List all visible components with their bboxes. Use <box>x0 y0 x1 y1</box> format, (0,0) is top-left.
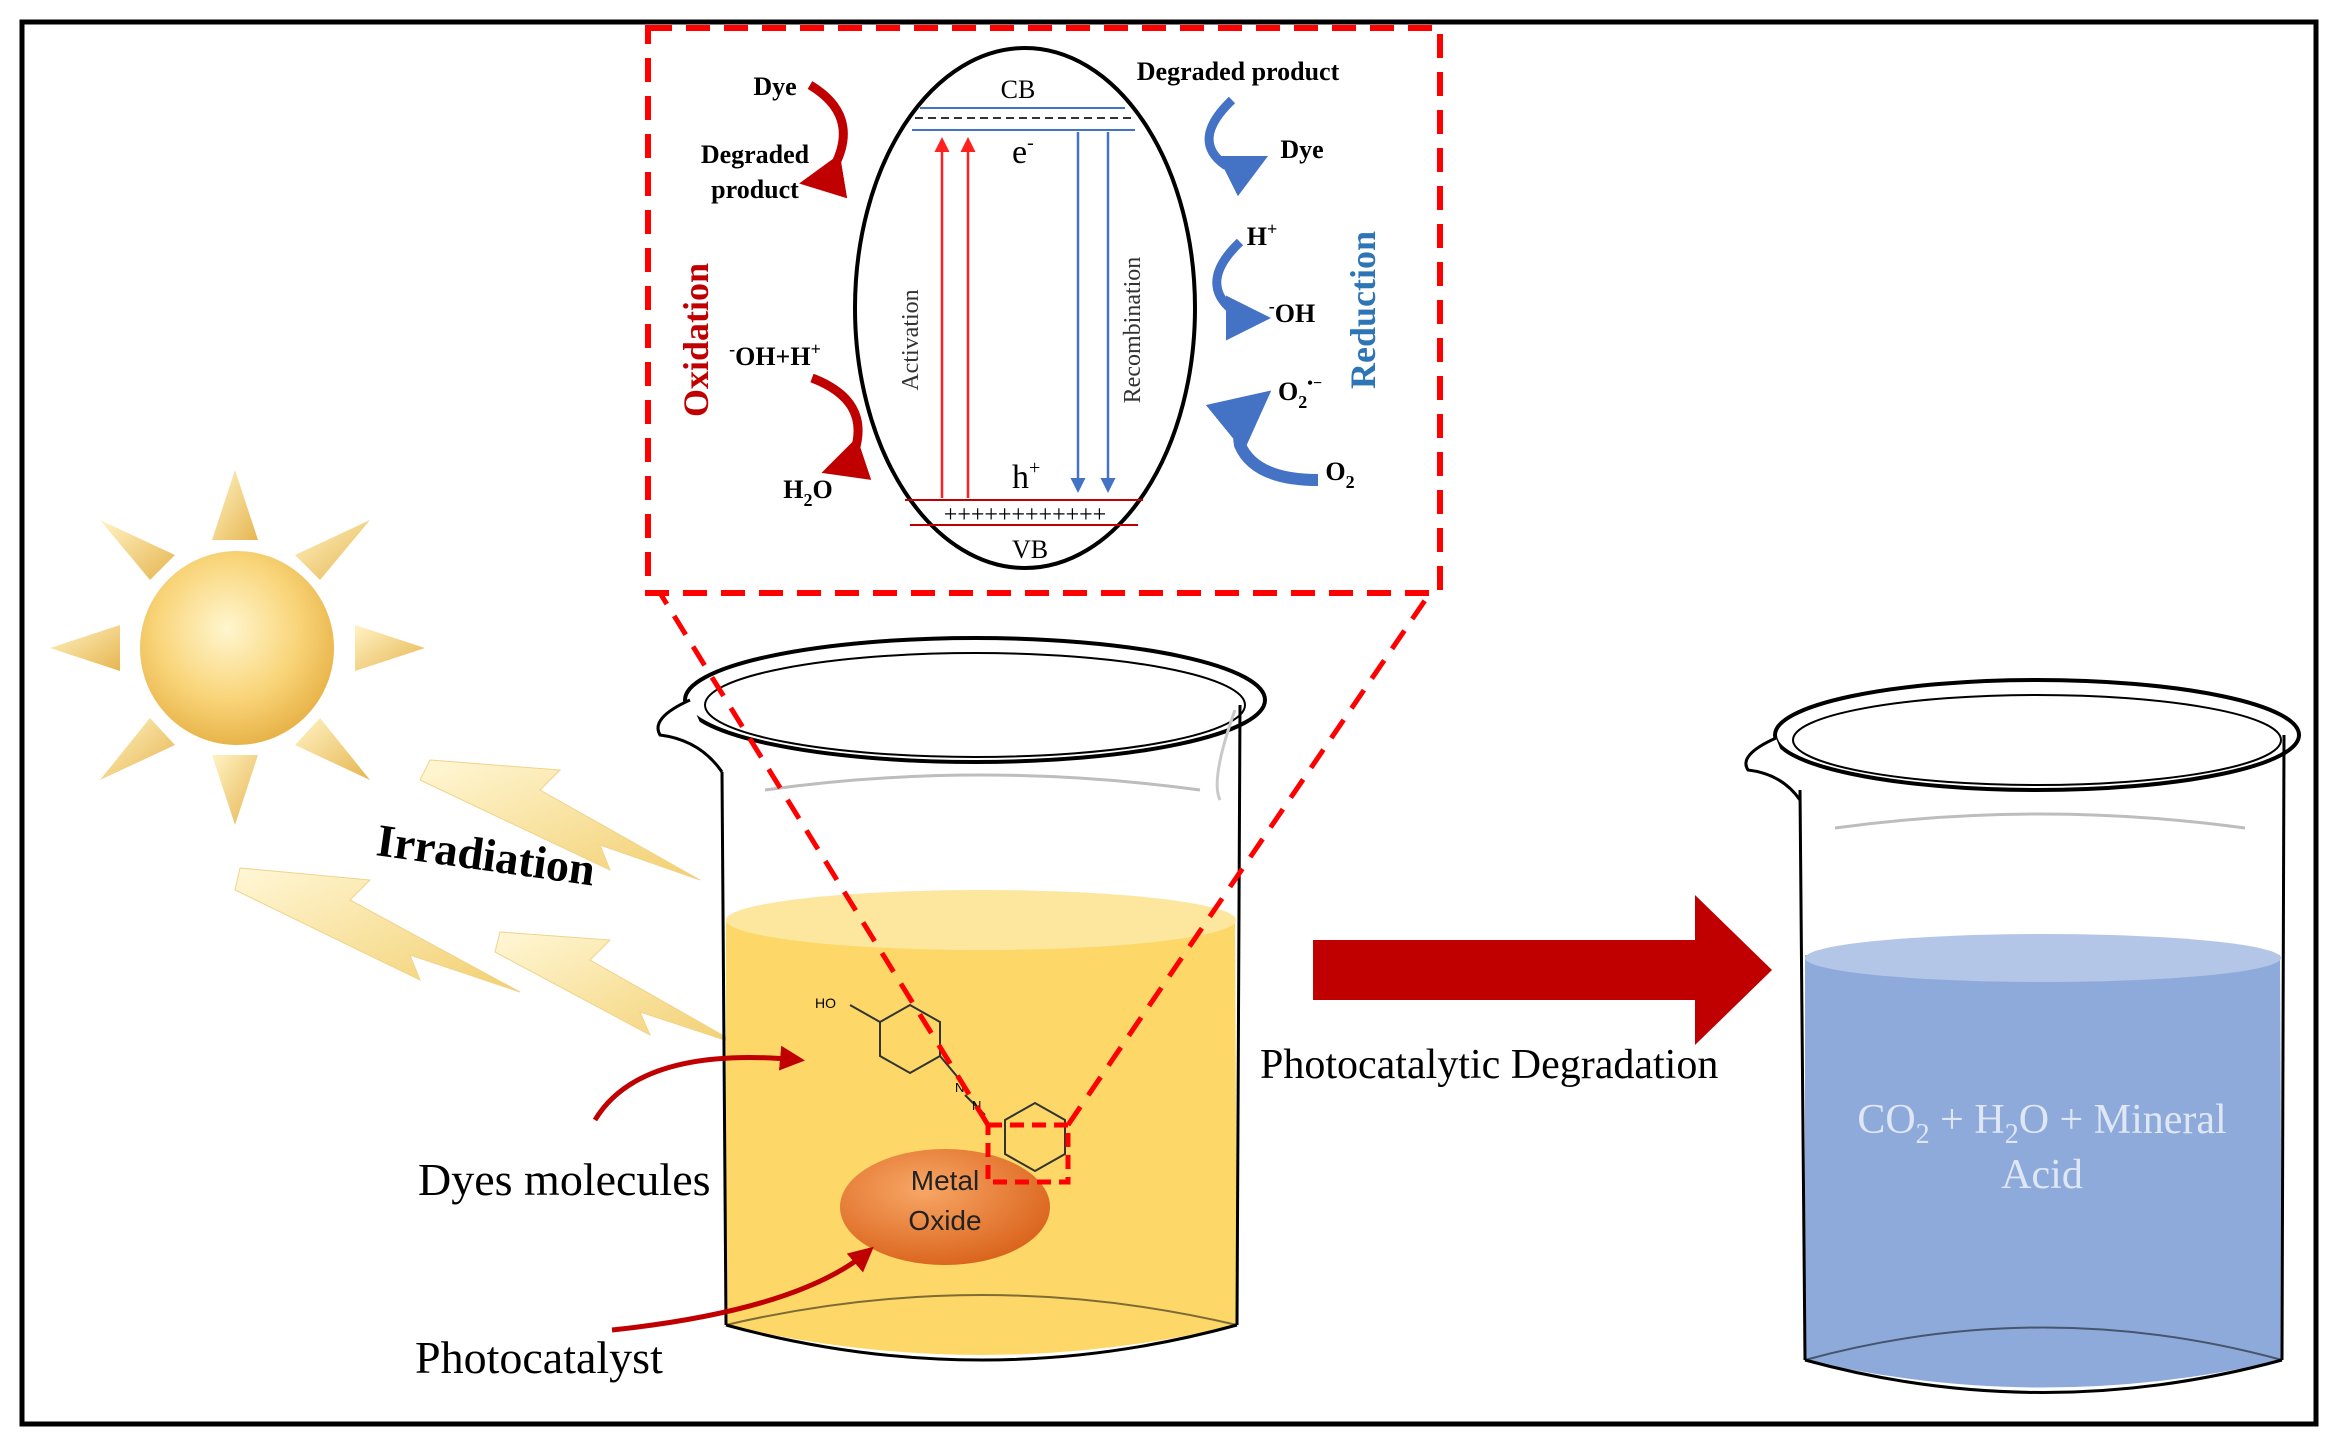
dye-molecule <box>849 1003 1066 1173</box>
activation-label: Activation <box>898 289 924 390</box>
metal-label: Metal <box>911 1165 979 1196</box>
conduction-band-label: CB <box>1001 75 1036 104</box>
mechanism-inset: CB VB ++++++++++++ e- h+ Activation Reco… <box>645 25 1443 596</box>
hole-label: h+ <box>1012 457 1040 496</box>
azo-n-label-1: N <box>955 1080 964 1095</box>
photocatalyst-arrow <box>611 1246 874 1333</box>
oxygen-label: O2 <box>1325 457 1354 492</box>
sun-icon <box>50 470 425 825</box>
semiconductor-particle <box>853 46 1197 570</box>
red-dye-label: Dye <box>1280 135 1323 164</box>
hydroxyl-label: HO <box>815 995 836 1011</box>
red-degraded-label: Degraded product <box>1137 57 1340 86</box>
reaction-beaker <box>656 636 1267 1362</box>
zoom-line-left <box>657 591 991 1127</box>
red-oh-label: -OH <box>1269 296 1315 328</box>
electron-label: e- <box>1012 132 1034 171</box>
product-text-line-1: CO2 + H2O + Mineral <box>1857 1097 2226 1150</box>
dye-solution <box>726 918 1237 1355</box>
photocatalyst-label: Photocatalyst <box>415 1332 663 1383</box>
ox-degraded-label-1: Degraded <box>701 140 810 169</box>
holes-row: ++++++++++++ <box>944 502 1106 528</box>
valence-band-label: VB <box>1012 535 1048 564</box>
red-arrow-o2 <box>1205 390 1319 486</box>
ox-arrow-dye <box>799 81 848 199</box>
product-solution <box>1805 955 2282 1388</box>
recombination-label: Recombination <box>1120 257 1146 404</box>
ox-arrow-oh <box>810 373 872 480</box>
ox-h2o-label: H2O <box>783 475 832 510</box>
lightning-icon <box>234 759 741 1046</box>
oxide-label: Oxide <box>908 1205 981 1236</box>
ox-degraded-label-2: product <box>711 175 799 204</box>
product-text-line-2: Acid <box>2001 1152 2083 1198</box>
red-arrow-h <box>1212 238 1271 341</box>
process-label: Photocatalytic Degradation <box>1260 1042 1718 1088</box>
dyes-molecules-label: Dyes molecules <box>418 1154 711 1205</box>
process-arrow-icon <box>1313 895 1772 1045</box>
superoxide-label: O2•− <box>1278 375 1322 412</box>
product-beaker <box>1744 678 2301 1394</box>
oxidation-label: Oxidation <box>676 263 716 417</box>
ox-dye-label: Dye <box>753 72 796 101</box>
metal-oxide-particle: Metal Oxide <box>840 1149 1050 1265</box>
reduction-label: Reduction <box>1343 231 1383 389</box>
red-arrow-dye <box>1204 96 1269 197</box>
azo-n-label-2: N <box>972 1098 981 1113</box>
ox-oh-label: -OH+H+ <box>729 339 821 371</box>
dyes-molecules-arrow <box>592 1045 805 1122</box>
zoom-region-box <box>985 1122 1071 1185</box>
red-hplus-label: H+ <box>1247 219 1278 251</box>
